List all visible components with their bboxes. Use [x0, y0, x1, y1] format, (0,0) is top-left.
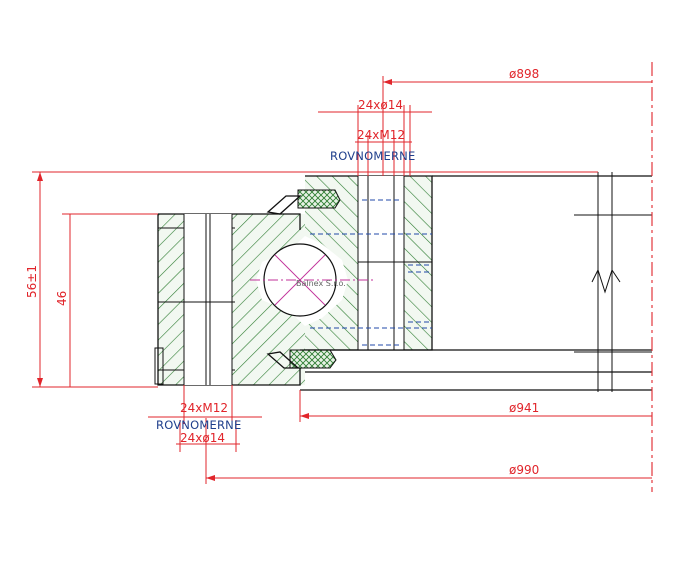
- height-total-label: 56±1: [25, 265, 39, 298]
- top-spacing-label: ROVNOMERNE: [330, 149, 415, 163]
- top-seal: [266, 189, 341, 215]
- diameter-990-label: ø990: [509, 463, 539, 477]
- mating-structure: [300, 172, 652, 392]
- bottom-spacing-label: ROVNOMERNE: [156, 418, 241, 432]
- bottom-thread-label: 24xM12: [180, 401, 228, 415]
- diameter-941-label: ø941: [509, 401, 539, 415]
- ball: Balnex S.r.o.: [250, 243, 375, 317]
- outer-ring: [154, 213, 305, 386]
- watermark: Balnex S.r.o.: [296, 279, 346, 288]
- inner-ring: [305, 175, 433, 351]
- top-thread-label: 24xM12: [357, 128, 405, 142]
- height-inner-label: 46: [55, 291, 69, 306]
- dimension-lines: [32, 76, 652, 484]
- diameter-898-label: ø898: [509, 67, 539, 81]
- top-holes-label: 24xø14: [358, 98, 403, 112]
- bottom-holes-label: 24xø14: [180, 431, 225, 445]
